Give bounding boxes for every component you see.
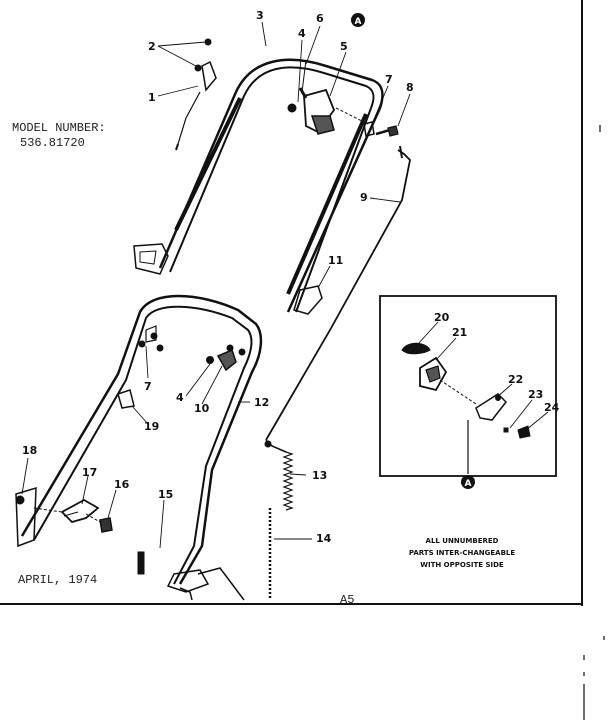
note-line-3: WITH OPPOSITE SIDE [420,561,504,569]
print-date: APRIL, 1974 [18,573,97,587]
callout-4-upper: 4 [298,27,306,40]
note-line-1: ALL UNNUMBERED [426,537,499,545]
callout-18: 18 [22,444,37,457]
callout-22: 22 [508,373,523,386]
inset-parts [401,342,531,474]
callout-9: 9 [360,191,368,204]
callout-15: 15 [158,488,173,501]
callout-19: 19 [144,420,159,433]
callout-20: 20 [434,311,450,324]
lower-hardware [15,325,246,533]
callout-1: 1 [148,91,156,104]
callout-14: 14 [316,532,332,545]
callout-7-upper: 7 [385,73,393,86]
ref-tag-a-inset [461,475,475,489]
throttle-control [287,59,369,135]
callout-21: 21 [452,326,467,339]
note-line-2: PARTS INTER-CHANGEABLE [409,549,516,557]
model-number-value: 536.81720 [20,136,85,150]
callout-17: 17 [82,466,97,479]
ref-tag-a-inset-label: A [465,479,472,489]
page-ref: A5 [340,593,354,607]
spring-and-rod [264,439,294,600]
callout-16: 16 [114,478,130,491]
callout-7-lower: 7 [144,380,152,393]
lower-handle [15,294,263,601]
callouts: 1 2 3 4 5 6 7 8 9 11 7 4 10 12 19 13 14 … [22,9,560,545]
callout-3: 3 [256,9,264,22]
model-number-label: MODEL NUMBER: [12,121,106,135]
callout-10: 10 [194,402,210,415]
callout-8: 8 [406,81,414,94]
callout-24: 24 [544,401,560,414]
grip [137,551,145,575]
callout-6: 6 [316,12,324,25]
ref-tag-a-top [351,13,365,27]
callout-4-lower: 4 [176,391,184,404]
ref-tag-a-top-label: A [355,17,362,27]
callout-2: 2 [148,40,156,53]
callout-5: 5 [340,40,348,53]
upper-handle [133,58,384,315]
callout-23: 23 [528,388,543,401]
callout-11: 11 [328,254,343,267]
control-rod [265,121,411,441]
callout-12: 12 [254,396,269,409]
leader-lines [21,21,549,549]
callout-13: 13 [312,469,327,482]
control-cable [175,38,217,151]
